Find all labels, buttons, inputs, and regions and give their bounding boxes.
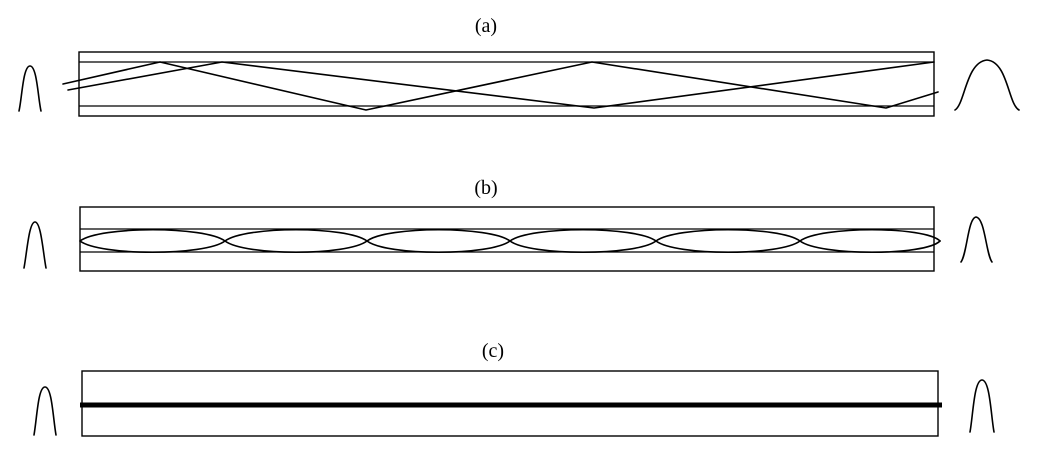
panel-a-label: (a) [475, 15, 497, 37]
panel-c-label: (c) [482, 340, 504, 362]
panel-b: (b) [23, 177, 993, 272]
panel-b-input-pulse [23, 221, 47, 269]
panel-b-output-pulse [960, 216, 993, 263]
panel-b-ray-path-upper [79, 229, 941, 242]
panel-a-input-pulse [18, 65, 42, 112]
panel-c-output-pulse [969, 379, 995, 433]
panel-b-label: (b) [474, 177, 497, 199]
panel-a-fiber-cladding [78, 51, 935, 117]
panel-b-fiber-cladding [79, 206, 935, 272]
panel-a-ray-path-2 [67, 61, 935, 109]
panel-c: (c) [33, 340, 995, 437]
panel-c-input-pulse [33, 386, 57, 436]
panel-a-output-pulse [954, 59, 1020, 111]
panel-a-ray-path-1 [62, 61, 939, 111]
panel-b-ray-path-lower [79, 240, 941, 253]
panel-a: (a) [18, 15, 1020, 117]
